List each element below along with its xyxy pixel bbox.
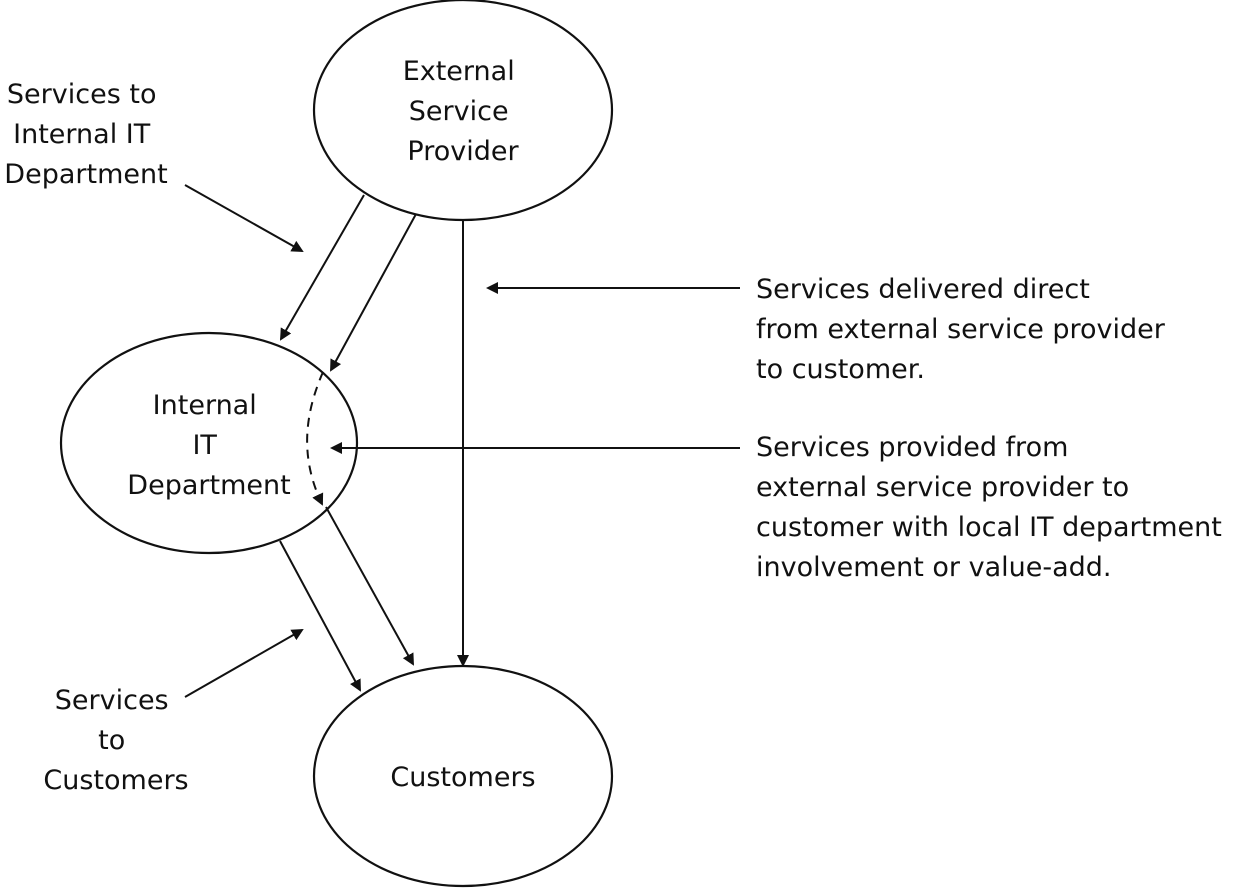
annotation-line: from external service provider <box>756 314 1166 345</box>
node-label-line: Customers <box>390 762 535 793</box>
customers-label: Customers <box>390 762 535 793</box>
annotation-line: Services <box>55 685 169 716</box>
external-to-internal-arrow-1 <box>280 194 365 341</box>
annotation-line: Services provided from <box>756 432 1068 463</box>
direct-services-annotation: Services delivered direct from external … <box>756 274 1173 385</box>
services-to-customers-pointer-arrow <box>184 629 304 698</box>
internal-it-department-node <box>59 331 359 555</box>
annotation-line: Internal IT <box>13 119 151 150</box>
services-to-internal-annotation: Services to Internal IT Department <box>4 79 167 190</box>
annotation-line: to <box>98 725 125 756</box>
annotation-line: external service provider to <box>756 472 1129 503</box>
annotation-line: customer with local IT department <box>756 512 1222 543</box>
node-label-line: External <box>403 56 515 87</box>
services-to-customers-annotation: Services to Customers <box>43 685 188 796</box>
annotation-line: Services to <box>7 79 157 110</box>
node-label-line: Service <box>409 96 509 127</box>
annotation-line: Customers <box>43 765 188 796</box>
external-service-provider-label: External Service Provider <box>403 56 524 167</box>
annotation-line: involvement or value-add. <box>756 552 1112 583</box>
value-add-services-annotation: Services provided from external service … <box>756 432 1230 583</box>
internal-value-add-dashed-arrow <box>306 371 324 506</box>
internal-it-department-label: Internal IT Department <box>127 390 290 501</box>
services-to-internal-pointer-arrow <box>184 184 304 252</box>
internal-to-customers-arrow-1 <box>279 540 361 692</box>
external-to-internal-arrow-2 <box>330 213 417 372</box>
node-label-line: Provider <box>407 136 519 167</box>
node-label-line: Department <box>127 470 290 501</box>
internal-to-customers-arrow-2 <box>325 506 414 666</box>
node-label-line: IT <box>192 430 217 461</box>
annotation-line: Department <box>4 159 167 190</box>
annotation-line: to customer. <box>756 354 925 385</box>
node-label-line: Internal <box>153 390 257 421</box>
annotation-line: Services delivered direct <box>756 274 1090 305</box>
